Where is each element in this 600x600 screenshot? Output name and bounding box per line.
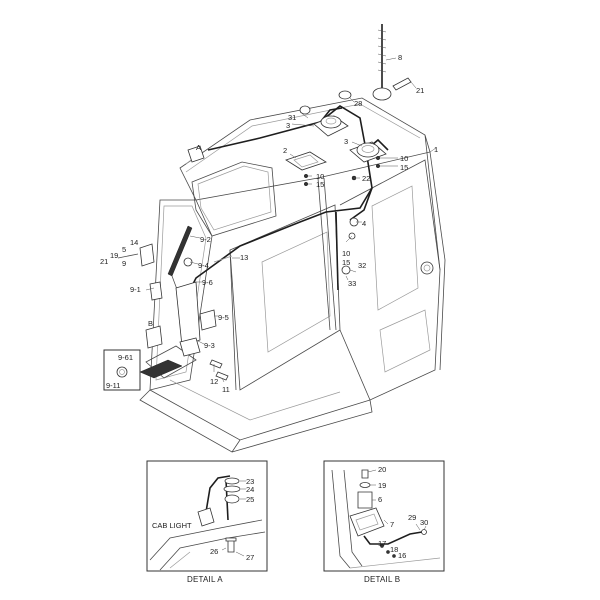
callout-24: 24 bbox=[246, 485, 254, 494]
callout-19-b: 19 bbox=[378, 481, 386, 490]
callout-10-side: 10 bbox=[342, 249, 350, 258]
antenna-base bbox=[372, 87, 392, 101]
callout-20-b: 20 bbox=[378, 465, 386, 474]
detail-b-frame bbox=[323, 460, 445, 572]
callout-18-b: 18 bbox=[390, 545, 398, 554]
wiper-motor bbox=[175, 281, 201, 347]
main-callouts: 8 21 28 31 3 3 1 2 A 10 15 10 15 22 4 10… bbox=[100, 53, 438, 394]
callout-9-3: 9-3 bbox=[204, 341, 215, 350]
callout-15-side: 15 bbox=[342, 258, 350, 267]
callout-9-1: 9-1 bbox=[130, 285, 141, 294]
callout-12: 12 bbox=[210, 377, 218, 386]
callout-28: 28 bbox=[354, 99, 362, 108]
detail-a-frame bbox=[146, 460, 268, 572]
callout-27: 27 bbox=[246, 553, 254, 562]
inset-9-61 bbox=[103, 349, 141, 391]
callout-15-right: 15 bbox=[400, 163, 408, 172]
callout-6-b: 6 bbox=[378, 495, 382, 504]
callout-25: 25 bbox=[246, 495, 254, 504]
detail-b: 20 19 6 7 29 30 17 18 16 DETAIL B bbox=[323, 460, 445, 584]
callout-30-b: 30 bbox=[420, 518, 428, 527]
part-9-5 bbox=[199, 309, 217, 331]
callout-4: 4 bbox=[362, 219, 366, 228]
callout-16-b: 16 bbox=[398, 551, 406, 560]
wiper-blade bbox=[167, 225, 193, 277]
parts bbox=[103, 24, 412, 391]
callout-9: 9 bbox=[122, 259, 126, 268]
callout-3-left: 3 bbox=[286, 121, 290, 130]
cab-body bbox=[139, 97, 446, 453]
grommet-31 bbox=[299, 105, 311, 115]
callout-17-b: 17 bbox=[378, 539, 386, 548]
callout-7-b: 7 bbox=[390, 520, 394, 529]
callout-8: 8 bbox=[398, 53, 402, 62]
callout-29-b: 29 bbox=[408, 513, 416, 522]
callout-9-5: 9-5 bbox=[218, 313, 229, 322]
detail-a-caption: DETAIL A bbox=[187, 575, 223, 584]
cab-light-label: CAB LIGHT bbox=[152, 521, 192, 530]
leader-lines bbox=[145, 57, 437, 383]
callout-22: 22 bbox=[362, 174, 370, 183]
callout-1: 1 bbox=[434, 145, 438, 154]
callout-9-11: 9-11 bbox=[106, 381, 120, 390]
speaker-right bbox=[349, 141, 387, 163]
bracket-14 bbox=[139, 243, 155, 267]
grommet-28 bbox=[338, 90, 352, 100]
callout-11: 11 bbox=[222, 385, 230, 394]
callout-9-2: 9-2 bbox=[200, 235, 211, 244]
callout-19: 19 bbox=[110, 251, 118, 260]
callout-26: 26 bbox=[210, 547, 218, 556]
part-7 bbox=[349, 507, 385, 537]
callout-21-side: 21 bbox=[100, 257, 108, 266]
callout-23: 23 bbox=[246, 477, 254, 486]
bolt-21-top bbox=[392, 77, 412, 91]
detail-b-caption: DETAIL B bbox=[364, 575, 400, 584]
cover-plate bbox=[285, 151, 327, 171]
detail-a: 23 24 25 26 27 CAB LIGHT DETAIL A bbox=[146, 460, 268, 584]
callout-b: B bbox=[148, 319, 153, 328]
callout-13: 13 bbox=[240, 253, 248, 262]
callout-10-center: 10 bbox=[316, 172, 324, 181]
callout-5: 5 bbox=[122, 245, 126, 254]
callout-a: A bbox=[196, 143, 201, 152]
part-6 bbox=[357, 491, 373, 509]
wiring-harness bbox=[184, 105, 389, 349]
callout-2: 2 bbox=[283, 146, 287, 155]
callout-10-right: 10 bbox=[400, 154, 408, 163]
dome-light bbox=[187, 145, 205, 163]
callout-3-right: 3 bbox=[344, 137, 348, 146]
speaker-left bbox=[313, 115, 349, 137]
callout-14: 14 bbox=[130, 238, 138, 247]
part-b bbox=[145, 325, 163, 349]
cab-light bbox=[197, 507, 215, 527]
callout-9-6: 9-6 bbox=[202, 278, 213, 287]
callout-33: 33 bbox=[348, 279, 356, 288]
callout-15-center: 15 bbox=[316, 180, 324, 189]
callout-21-top: 21 bbox=[416, 86, 424, 95]
callout-31: 31 bbox=[288, 113, 296, 122]
callout-9-61: 9-61 bbox=[118, 353, 133, 362]
callout-9-4: 9-4 bbox=[198, 261, 209, 270]
callout-32: 32 bbox=[358, 261, 366, 270]
